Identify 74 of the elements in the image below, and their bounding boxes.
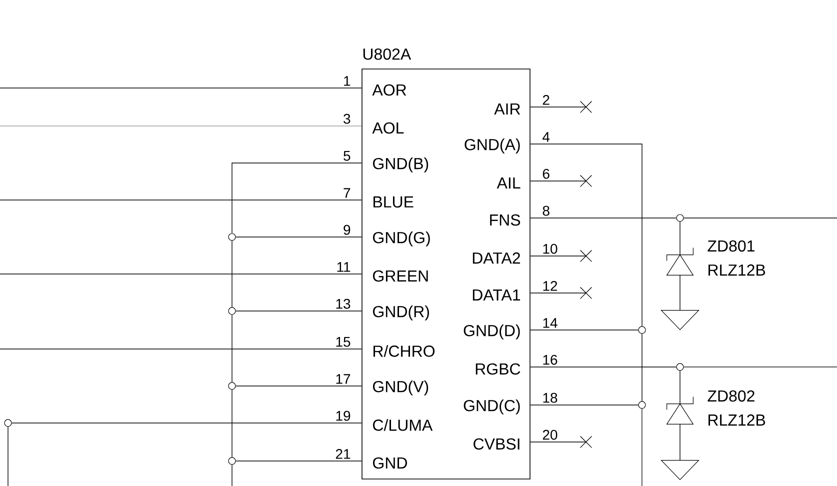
pin-number: 21 xyxy=(336,449,350,459)
pin-number: 11 xyxy=(337,262,350,272)
part-label: RLZ12B xyxy=(708,414,766,426)
wire xyxy=(530,366,677,368)
pin-number: 15 xyxy=(336,337,350,347)
pin-number: 10 xyxy=(543,244,558,254)
part-label: ZD802 xyxy=(708,390,754,402)
pin-name: FNS xyxy=(490,214,520,226)
no-connect-mark xyxy=(580,436,592,448)
pin-name: AOL xyxy=(372,122,404,134)
pin-number: 12 xyxy=(543,281,558,291)
no-connect-mark xyxy=(580,286,592,300)
pin-name: R/CHRO xyxy=(374,345,435,357)
pin-number: 7 xyxy=(344,188,350,198)
pin-name: AOR xyxy=(372,84,406,96)
pin-number: 9 xyxy=(344,224,350,235)
pin-name: GND(C) xyxy=(464,400,520,414)
pin-number: 14 xyxy=(543,318,558,328)
no-connect-mark xyxy=(580,174,592,188)
pin-name: DATA1 xyxy=(472,289,520,300)
junction-dot xyxy=(638,326,646,334)
wire xyxy=(235,310,362,312)
no-connect-mark xyxy=(580,250,592,262)
pin-number: 8 xyxy=(542,206,550,216)
part-label: ZD801 xyxy=(708,240,754,252)
pin-name: GND(V) xyxy=(373,380,428,396)
junction-dot xyxy=(676,214,684,222)
pin-name: BLUE xyxy=(374,196,414,208)
junction-dot xyxy=(228,233,236,241)
pin-name: GREEN xyxy=(373,270,428,282)
wire xyxy=(683,366,837,368)
pin-name: GND(G) xyxy=(373,232,430,246)
pin-name: AIL xyxy=(496,177,520,188)
part-label: RLZ12B xyxy=(708,264,766,276)
pin-number: 5 xyxy=(344,151,350,161)
pin-name: DATA2 xyxy=(472,252,520,264)
no-connect-mark xyxy=(580,100,592,114)
pin-number: 3 xyxy=(344,114,350,124)
pin-name: GND(R) xyxy=(373,306,429,320)
pin-number: 13 xyxy=(336,298,350,309)
junction-dot xyxy=(676,363,684,371)
junction-dot xyxy=(4,419,12,427)
wire xyxy=(530,180,586,182)
pin-number: 4 xyxy=(542,132,550,142)
pin-number: 16 xyxy=(543,354,558,365)
wire xyxy=(235,236,362,238)
wire xyxy=(530,106,586,108)
junction-dot xyxy=(228,382,236,390)
pin-name: GND xyxy=(373,457,407,469)
pin-number: 19 xyxy=(336,410,350,421)
pin-name: GND(B) xyxy=(373,158,428,172)
pin-name: GND(A) xyxy=(464,138,520,154)
wire xyxy=(530,292,586,294)
pin-number: 18 xyxy=(543,392,558,403)
wire xyxy=(530,404,639,406)
pin-number: 1 xyxy=(344,76,350,86)
pin-name: RGBC xyxy=(476,363,520,375)
pin-name: AIR xyxy=(494,103,520,114)
junction-dot xyxy=(228,307,236,315)
wire xyxy=(232,162,362,234)
wire xyxy=(235,460,362,462)
pin-name: GND(D) xyxy=(464,324,520,340)
pin-name: C/LUMA xyxy=(373,419,433,431)
wire xyxy=(0,348,362,350)
pin-number: 17 xyxy=(336,374,350,384)
junction-dot xyxy=(228,457,236,465)
pin-number: 6 xyxy=(542,168,550,179)
pin-number: 2 xyxy=(542,95,550,105)
junction-dot xyxy=(638,401,646,409)
wire xyxy=(530,144,642,327)
pin-name: CVBSI xyxy=(474,438,520,450)
pin-number: 20 xyxy=(542,430,558,440)
node-label: U802A xyxy=(363,48,412,60)
wire xyxy=(11,422,362,424)
